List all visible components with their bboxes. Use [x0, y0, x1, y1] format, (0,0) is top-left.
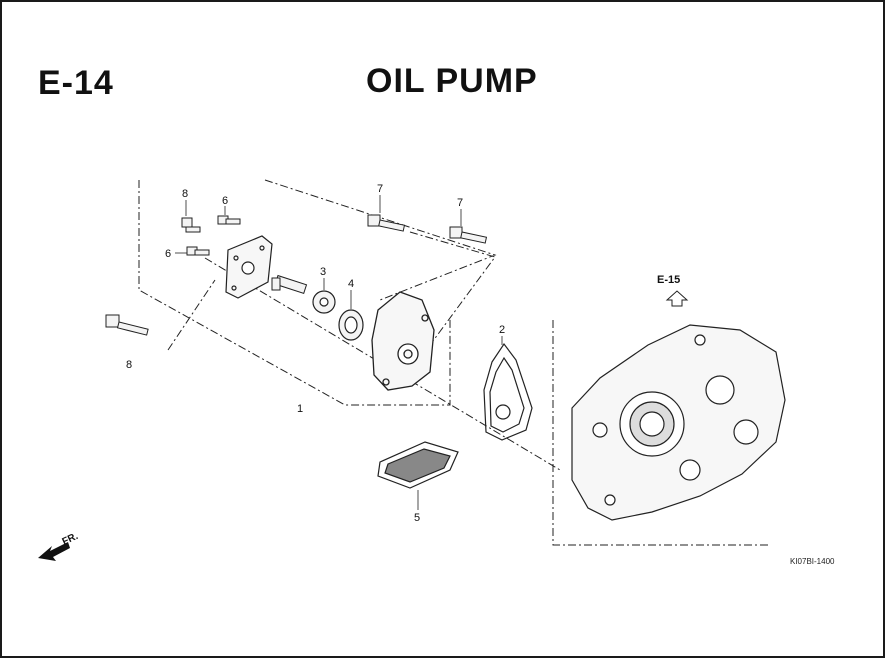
oil-strainer-5	[377, 441, 459, 489]
outer-rotor-4	[338, 309, 364, 341]
inner-rotor-3	[312, 290, 336, 314]
callout-6-lower: 6	[165, 248, 171, 260]
callout-3: 3	[320, 266, 326, 278]
assembly-guide-lines	[138, 179, 768, 546]
bolt-7-left	[367, 214, 406, 232]
section-code: E-14	[38, 64, 114, 102]
callout-8-lower: 8	[126, 359, 132, 371]
page-title: OIL PUMP	[366, 62, 538, 100]
callout-7-left: 7	[377, 183, 383, 195]
reference-arrow-icon	[665, 290, 689, 307]
bolt-7-right	[449, 226, 488, 244]
callout-6-upper: 6	[222, 195, 228, 207]
reference-label: E-15	[657, 274, 680, 286]
crankcase	[571, 324, 786, 521]
callout-7-right: 7	[457, 197, 463, 209]
callout-1: 1	[297, 403, 303, 415]
callout-2: 2	[499, 324, 505, 336]
callout-leaders	[175, 195, 503, 510]
callout-5: 5	[414, 512, 420, 524]
pump-shaft	[271, 274, 308, 295]
front-direction-label: FR.	[61, 531, 80, 548]
pump-cover-plate	[225, 235, 273, 299]
screw-6-upper	[217, 215, 241, 225]
pump-body-1	[371, 291, 435, 391]
front-direction-arrow-icon	[38, 542, 70, 561]
gasket-2	[483, 342, 533, 441]
callout-4: 4	[348, 278, 354, 290]
callout-8-upper: 8	[182, 188, 188, 200]
bolt-8-upper	[181, 217, 201, 233]
diagram-code: KI07BI-1400	[790, 557, 835, 566]
screw-6-lower	[186, 246, 210, 256]
bolt-8-lower	[105, 314, 149, 336]
